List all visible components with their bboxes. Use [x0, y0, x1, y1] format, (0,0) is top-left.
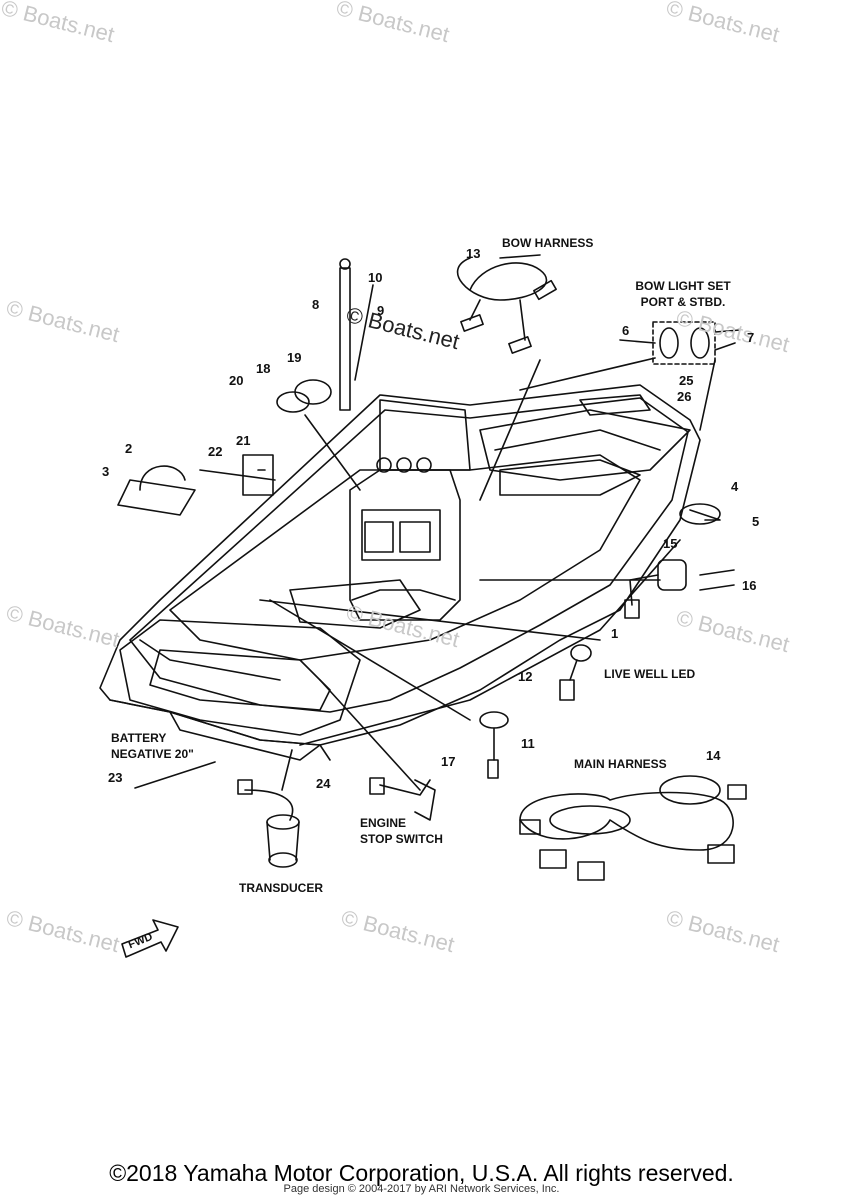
bow-harness: [456, 257, 548, 341]
callout-18: 18: [256, 361, 271, 376]
copyright-notice: ©2018 Yamaha Motor Corporation, U.S.A. A…: [109, 1160, 734, 1186]
callout-19: 19: [287, 350, 302, 365]
label-bow-light-set-line2: PORT & STBD.: [640, 295, 726, 309]
callout-23: 23: [108, 770, 123, 785]
callout-25: 25: [679, 373, 694, 388]
callout-16: 16: [742, 578, 757, 593]
callout-20: 20: [229, 373, 244, 388]
callout-8: 8: [312, 297, 320, 312]
label-battery-line2: NEGATIVE 20": [111, 747, 194, 761]
callout-9: 9: [377, 303, 385, 318]
label-bow-light-set-line1: BOW LIGHT SET: [635, 279, 731, 293]
callout-6: 6: [622, 323, 630, 338]
label-engine-line2: STOP SWITCH: [360, 832, 443, 846]
callout-22: 22: [208, 444, 223, 459]
callout-26: 26: [677, 389, 692, 404]
label-bow-light-set: BOW LIGHT SET PORT & STBD.: [628, 278, 738, 310]
callout-15: 15: [663, 536, 678, 551]
page-design-notice: Page design © 2004-2017 by ARI Network S…: [283, 1183, 560, 1195]
hull-outline: [99, 384, 701, 746]
callout-17: 17: [441, 754, 456, 769]
callout-24: 24: [316, 776, 331, 791]
callout-5: 5: [752, 514, 760, 529]
callout-13: 13: [466, 246, 481, 261]
callout-3: 3: [102, 464, 110, 479]
callout-11: 11: [521, 736, 535, 751]
label-transducer: TRANSDUCER: [239, 881, 323, 895]
label-engine-line1: ENGINE: [360, 816, 407, 830]
label-bow-harness: BOW HARNESS: [502, 236, 594, 250]
label-live-well-led: LIVE WELL LED: [604, 667, 696, 681]
label-battery-line1: BATTERY: [111, 731, 167, 745]
callout-14: 14: [706, 748, 721, 763]
main-harness: [519, 791, 734, 851]
callout-7: 7: [747, 330, 755, 345]
label-engine-stop-switch: ENGINE STOP SWITCH: [360, 815, 443, 847]
label-main-harness: MAIN HARNESS: [574, 757, 667, 771]
label-battery: BATTERY NEGATIVE 20": [111, 730, 194, 762]
fwd-arrow: [121, 919, 179, 958]
callout-21: 21: [236, 433, 251, 448]
callout-10: 10: [368, 270, 383, 285]
callout-1: 1: [611, 626, 619, 641]
callout-2: 2: [125, 441, 133, 456]
callout-4: 4: [731, 479, 739, 494]
callout-12: 12: [518, 669, 533, 684]
